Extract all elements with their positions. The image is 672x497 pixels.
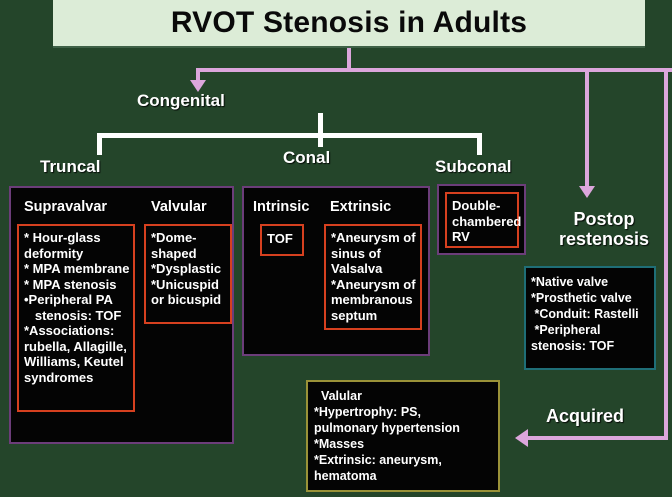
list-item: *Aneurysm of xyxy=(331,230,416,245)
page-title: RVOT Stenosis in Adults xyxy=(170,6,528,39)
list-item: or bicuspid xyxy=(151,292,222,307)
list-item: TOF xyxy=(267,231,293,246)
list-item: *Unicuspid xyxy=(151,276,219,292)
list-item: rubella, Allagille, xyxy=(24,338,127,354)
connector-congenital-stem xyxy=(318,113,323,137)
list-item: stenosis: TOF xyxy=(24,307,122,323)
connector-top-bus xyxy=(196,68,672,72)
list-item: * MPA membrane xyxy=(24,261,130,276)
list-item: deformity xyxy=(24,245,84,261)
panel-conal: Intrinsic Extrinsic TOF *Aneurysm of sin… xyxy=(242,186,430,356)
list-item: *Dome- xyxy=(151,230,197,245)
node-postop-restenosis: Postop restenosis xyxy=(558,209,650,249)
list-item: Valular xyxy=(314,389,362,403)
connector-conal-drop xyxy=(318,133,323,147)
connector-acquired-rail xyxy=(664,68,668,440)
box-valvular-items: *Dome- shaped *Dysplastic *Unicuspid or … xyxy=(144,224,232,324)
node-congenital: Congenital xyxy=(137,91,225,110)
list-item: *Prosthetic valve xyxy=(531,291,632,305)
connector-subconal-drop xyxy=(477,133,482,155)
node-conal: Conal xyxy=(283,148,331,167)
heading-intrinsic: Intrinsic xyxy=(253,199,310,215)
list-item: *Native valve xyxy=(531,275,609,289)
box-postop-items: *Native valve *Prosthetic valve *Conduit… xyxy=(524,266,656,370)
list-item: sinus of xyxy=(331,245,381,261)
arrow-to-acquired xyxy=(515,429,528,447)
box-intrinsic-items: TOF xyxy=(260,224,304,256)
list-item: *Aneurysm of xyxy=(331,276,416,292)
connector-acquired-arm xyxy=(528,436,668,440)
list-item: RV xyxy=(452,229,470,244)
arrow-to-postop xyxy=(579,186,595,198)
list-item: chambered xyxy=(452,213,522,229)
list-item: *Masses xyxy=(314,437,365,451)
heading-valvular: Valvular xyxy=(151,199,207,215)
list-item: *Peripheral xyxy=(531,323,601,337)
list-item: •Peripheral PA xyxy=(24,292,113,307)
box-supravalvar-items: * Hour-glass deformity * MPA membrane * … xyxy=(17,224,135,412)
list-item: *Associations: xyxy=(24,323,115,338)
list-item: septum xyxy=(331,307,378,323)
list-item: pulmonary hypertension xyxy=(314,421,460,435)
list-item: *Extrinsic: aneurysm, xyxy=(314,453,442,467)
list-item: * Hour-glass xyxy=(24,230,101,245)
list-item: syndromes xyxy=(24,369,94,385)
connector-truncal-drop xyxy=(97,133,102,155)
panel-subconal: Double- chambered RV xyxy=(437,184,526,255)
list-item: * MPA stenosis xyxy=(24,276,117,292)
list-item: Williams, Keutel xyxy=(24,354,124,369)
list-item: Double- xyxy=(452,198,501,213)
heading-extrinsic: Extrinsic xyxy=(330,199,392,215)
list-item: stenosis: TOF xyxy=(531,339,615,353)
connector-congenital-bus xyxy=(97,133,482,138)
panel-truncal: Supravalvar Valvular * Hour-glass deform… xyxy=(9,186,234,444)
heading-supravalvar: Supravalvar xyxy=(24,199,108,215)
box-subconal-items: Double- chambered RV xyxy=(445,192,522,248)
node-subconal: Subconal xyxy=(435,157,512,176)
arrow-to-congenital xyxy=(190,80,206,92)
node-acquired: Acquired xyxy=(546,406,625,426)
connector-congenital-drop xyxy=(196,68,200,82)
list-item: membranous xyxy=(331,292,413,307)
connector-postop-drop xyxy=(585,68,589,188)
box-acquired-items: Valular *Hypertrophy: PS, pulmonary hype… xyxy=(306,380,500,492)
connector-title-stub xyxy=(347,48,351,70)
list-item: shaped xyxy=(151,245,197,261)
list-item: *Hypertrophy: PS, xyxy=(314,405,421,419)
list-item: Valsalva xyxy=(331,261,383,276)
list-item: hematoma xyxy=(314,469,377,483)
diagram-title-banner: RVOT Stenosis in Adults xyxy=(53,0,645,48)
list-item: *Conduit: Rastelli xyxy=(531,307,639,321)
node-truncal: Truncal xyxy=(40,157,101,176)
list-item: *Dysplastic xyxy=(151,261,222,276)
box-extrinsic-items: *Aneurysm of sinus of Valsalva *Aneurysm… xyxy=(324,224,422,330)
